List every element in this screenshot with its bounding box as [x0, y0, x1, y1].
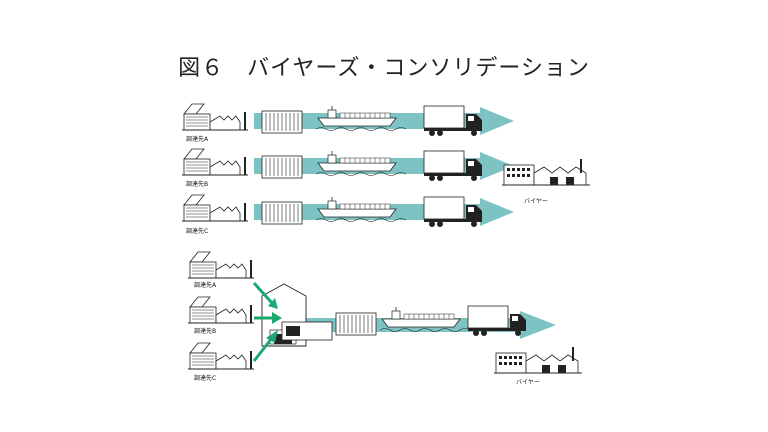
top-buyer: バイヤー	[501, 158, 591, 205]
bottom-supplier-a-label: 調達先A	[194, 281, 217, 289]
consolidation-warehouse	[261, 283, 333, 347]
green-arrows	[252, 281, 282, 362]
route-supplier-b: 調達先B	[181, 148, 514, 188]
supplier-b-label: 調達先B	[186, 180, 208, 188]
bottom-buyer: バイヤー	[493, 346, 583, 386]
route-supplier-c: 調達先C	[181, 194, 514, 235]
top-section: 調達先A 調達先B 調達先C バイヤー	[181, 103, 591, 235]
supplier-c-label: 調達先C	[186, 227, 208, 235]
bottom-supplier-b: 調達先B	[187, 296, 255, 335]
bottom-buyer-label: バイヤー	[516, 379, 540, 386]
top-buyer-label: バイヤー	[524, 198, 548, 205]
bottom-section: 調達先A 調達先B 調達先C	[187, 251, 583, 386]
bottom-supplier-a: 調達先A	[187, 251, 255, 289]
route-supplier-a: 調達先A	[181, 103, 514, 143]
bottom-supplier-c-label: 調達先C	[194, 374, 216, 382]
bottom-supplier-c: 調達先C	[187, 342, 255, 382]
diagram-title: 図６ バイヤーズ・コンソリデーション	[178, 56, 590, 81]
supplier-a-label: 調達先A	[186, 135, 209, 143]
bottom-supplier-b-label: 調達先B	[194, 327, 216, 335]
